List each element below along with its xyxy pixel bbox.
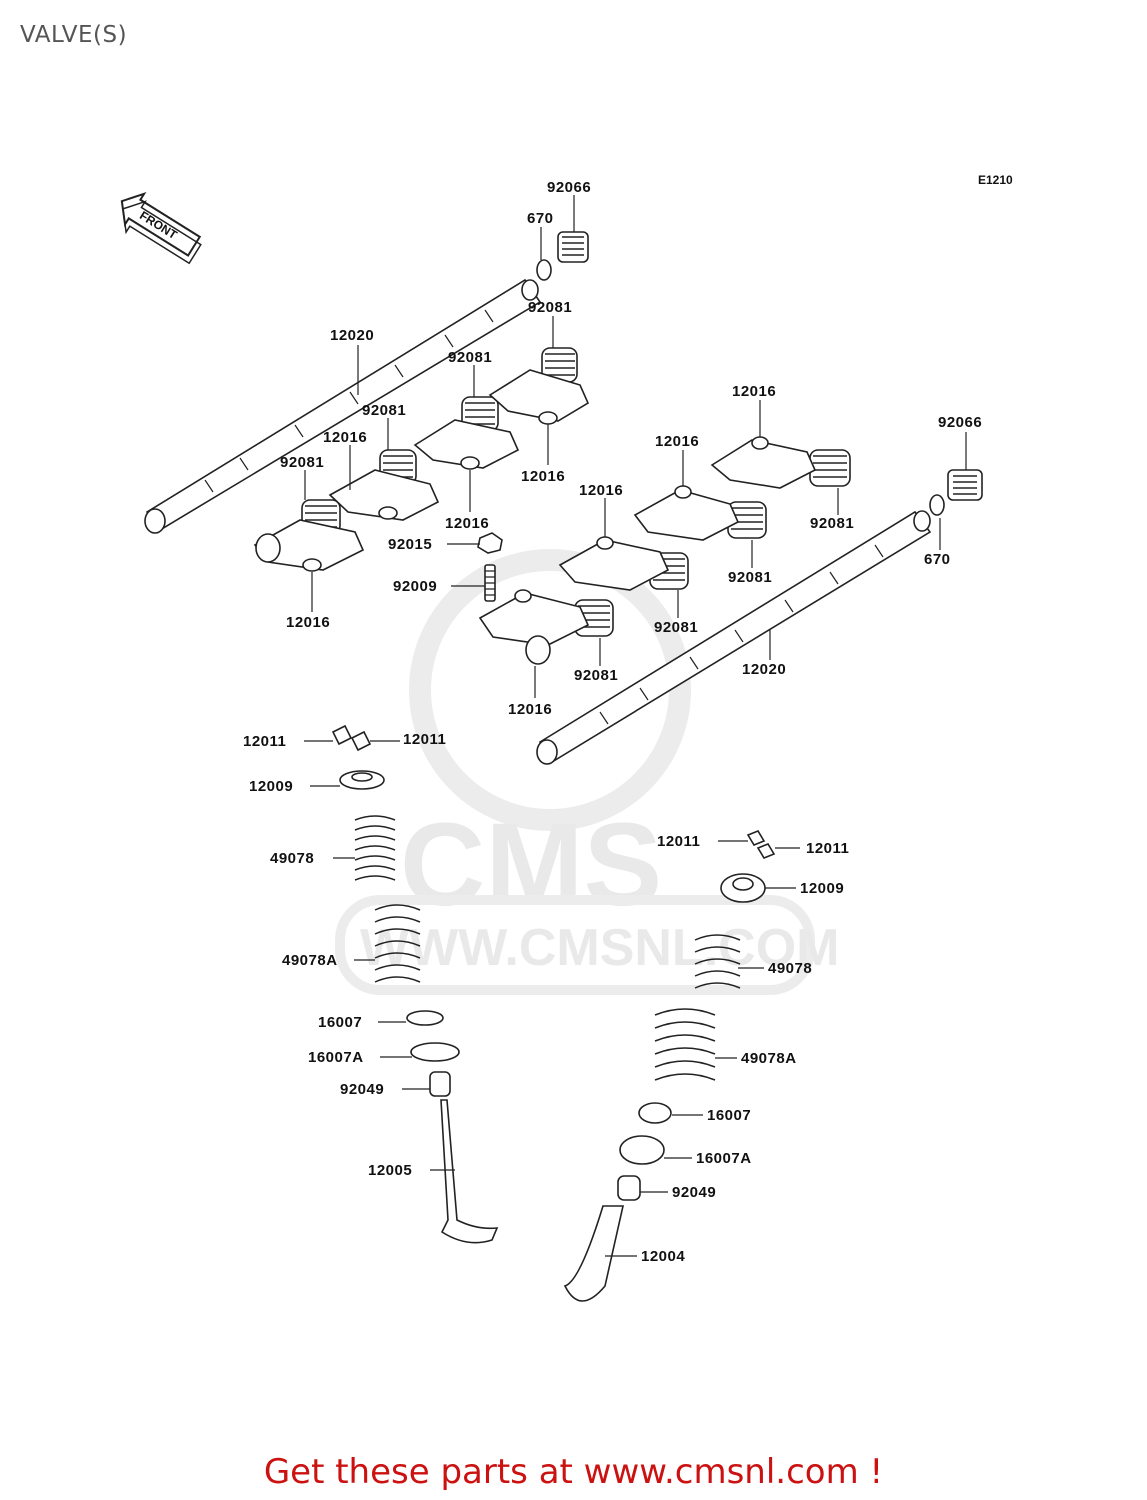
callout-92081: 92081 <box>280 454 324 471</box>
callout-92081: 92081 <box>728 569 772 586</box>
callout-12016: 12016 <box>445 515 489 532</box>
callouts: 92066 670 92081 12020 92081 92081 12016 … <box>243 179 982 1265</box>
callout-12020-upper: 12020 <box>330 327 374 344</box>
callout-12020-lower: 12020 <box>742 661 786 678</box>
cap-plug-lower <box>947 469 983 501</box>
callout-92081: 92081 <box>362 402 406 419</box>
callout-49078a-left: 49078A <box>282 952 338 969</box>
rocker-arms <box>253 369 817 665</box>
callout-92081: 92081 <box>528 299 572 316</box>
callout-92049-right: 92049 <box>672 1184 716 1201</box>
footer-link[interactable]: Get these parts at www.cmsnl.com ! <box>263 1452 884 1492</box>
callout-12016: 12016 <box>732 383 776 400</box>
callout-16007-left: 16007 <box>318 1014 362 1031</box>
callout-92081: 92081 <box>448 349 492 366</box>
callout-12016: 12016 <box>286 614 330 631</box>
o-ring-upper <box>536 259 552 281</box>
callout-92081: 92081 <box>574 667 618 684</box>
o-ring-lower <box>929 494 945 516</box>
valve-assembly-left <box>331 724 499 1244</box>
callout-92081: 92081 <box>810 515 854 532</box>
callout-12011-right-a: 12011 <box>657 833 700 850</box>
front-arrow-icon: FRONT <box>120 192 202 265</box>
callout-92015: 92015 <box>388 536 432 553</box>
valve-assembly-right <box>563 830 776 1302</box>
callout-92066-upper: 92066 <box>547 179 591 196</box>
cap-plug-upper <box>557 231 589 263</box>
callout-16007a-left: 16007A <box>308 1049 364 1066</box>
watermark-brand: CMS <box>400 799 662 931</box>
camshaft-exhaust <box>536 510 932 765</box>
callout-12011-left-a: 12011 <box>243 733 286 750</box>
callout-12011-right-b: 12011 <box>806 840 849 857</box>
camshaft-intake <box>144 278 542 534</box>
callout-16007a-right: 16007A <box>696 1150 752 1167</box>
callout-12016: 12016 <box>508 701 552 718</box>
watermark-url: WWW.CMSNL.COM <box>360 919 839 977</box>
adjuster-nut <box>477 532 503 554</box>
callout-49078-left: 49078 <box>270 850 314 867</box>
callout-670-upper: 670 <box>527 210 554 227</box>
callout-12005: 12005 <box>368 1162 412 1179</box>
callout-92009: 92009 <box>393 578 437 595</box>
callout-12016: 12016 <box>521 468 565 485</box>
rocker-springs <box>301 347 851 637</box>
callout-49078-right: 49078 <box>768 960 812 977</box>
callout-12009-left: 12009 <box>249 778 293 795</box>
callout-12011-left-b: 12011 <box>403 731 446 748</box>
watermark: CMS WWW.CMSNL.COM <box>335 549 839 995</box>
valve-parts-diagram: CMS WWW.CMSNL.COM FRONT E1210 <box>120 173 1013 1302</box>
callout-49078a-right: 49078A <box>741 1050 797 1067</box>
callout-16007-right: 16007 <box>707 1107 751 1124</box>
callout-92081: 92081 <box>654 619 698 636</box>
callout-12004: 12004 <box>641 1248 685 1265</box>
callout-92066-lower: 92066 <box>938 414 982 431</box>
callout-670-lower: 670 <box>924 551 951 568</box>
callout-92049-left: 92049 <box>340 1081 384 1098</box>
callout-12009-right: 12009 <box>800 880 844 897</box>
figure-code: E1210 <box>978 173 1013 187</box>
callout-12016: 12016 <box>655 433 699 450</box>
callout-12016: 12016 <box>579 482 623 499</box>
page-title: VALVE(S) <box>20 22 128 48</box>
callout-12016: 12016 <box>323 429 367 446</box>
adjuster-screw <box>484 564 496 602</box>
